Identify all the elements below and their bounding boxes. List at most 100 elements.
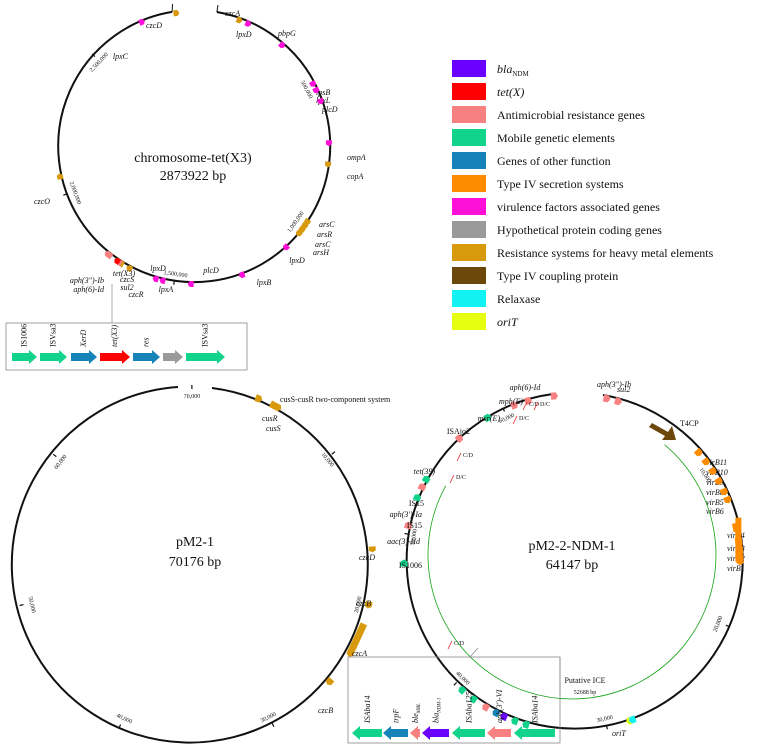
tick-mark bbox=[91, 53, 96, 58]
chromosome-gene-label: lpxD bbox=[236, 30, 252, 39]
inset-gene-label: res bbox=[142, 338, 151, 347]
pm22-gene-label: virB6 bbox=[706, 507, 724, 516]
pm22-gene-marker bbox=[693, 447, 703, 457]
chromosome-gene-label: lpxB bbox=[257, 278, 272, 287]
t4cp-label: T4CP bbox=[680, 419, 699, 428]
legend-label: Mobile genetic elements bbox=[497, 131, 615, 145]
ice-label: Putative ICE bbox=[564, 676, 605, 685]
chromosome-gene-marker bbox=[298, 225, 306, 233]
pm21-gene-label: czcA bbox=[352, 649, 367, 658]
pm21-gene-marker bbox=[346, 622, 368, 657]
pm22-inset-gene-arrow bbox=[383, 726, 408, 740]
legend-swatch bbox=[452, 290, 486, 307]
pm21-tick-label: 70,000 bbox=[184, 394, 201, 400]
pm22-gene-label: IS15 bbox=[409, 499, 424, 508]
chromosome-gene-marker bbox=[244, 19, 252, 27]
t4cp-arrow bbox=[649, 423, 676, 440]
pm22-gene-label: virB9 bbox=[706, 478, 724, 487]
pm21-title: pM2-1 bbox=[176, 535, 214, 550]
chromosome-gene-marker bbox=[56, 173, 64, 180]
pm22-inset-gene-label: ISAba14 bbox=[363, 695, 372, 724]
pm21-tick-label: 20,000 bbox=[354, 596, 364, 613]
chromosome-gene-label: plcD bbox=[202, 266, 219, 275]
pm21-map: 10,00020,00030,00040,00050,00060,00070,0… bbox=[10, 385, 391, 744]
chromosome-gene-marker bbox=[316, 97, 324, 105]
inset-gene-arrow bbox=[100, 350, 130, 364]
chromosome-gene-label: pbpG bbox=[277, 29, 296, 38]
pm22-region-marker bbox=[522, 720, 531, 729]
junction-mark bbox=[456, 452, 462, 462]
pm22-inset-gene-arrow bbox=[487, 726, 511, 740]
legend-label: virulence factors associated genes bbox=[497, 200, 660, 214]
chromosome-gene-marker bbox=[138, 18, 145, 26]
pm21-system-label: cusS-cusR two-component system bbox=[280, 395, 391, 404]
pm22-gene-label: sul2 bbox=[617, 385, 630, 394]
pm22-inset-gene-arrow bbox=[410, 726, 420, 740]
pm21-tick-label: 40,000 bbox=[115, 713, 132, 725]
pm21-gene-marker bbox=[268, 400, 282, 412]
ice-region-arc bbox=[427, 410, 717, 700]
chromosome-gene-label: lpxA bbox=[159, 285, 174, 294]
inset-gene-arrow bbox=[71, 350, 97, 364]
pm22-gene-marker bbox=[602, 394, 611, 403]
tick-mark bbox=[453, 681, 458, 686]
chromosome-gene-marker bbox=[312, 86, 320, 94]
chromosome-gene-marker bbox=[152, 275, 160, 283]
pm22-gene-label: IS15 bbox=[407, 521, 422, 530]
chromosome-gene-label: sul2 bbox=[120, 283, 133, 292]
junction-label: D/C bbox=[519, 416, 529, 422]
chromosome-gene-marker bbox=[301, 221, 309, 229]
chromosome-gene-label: ompA bbox=[347, 153, 366, 162]
legend-swatch bbox=[452, 175, 486, 192]
pm21-gene-label: cusR bbox=[262, 414, 278, 423]
pm22-size: 64147 bp bbox=[546, 558, 599, 573]
pm22-region-marker bbox=[492, 708, 501, 718]
tick-mark bbox=[331, 451, 336, 455]
pm22-gene-marker bbox=[708, 466, 717, 475]
junction-label: D/C bbox=[540, 402, 550, 408]
chromosome-size: 2873922 bp bbox=[160, 169, 227, 184]
pm22-gene-label: msr(E) bbox=[478, 414, 501, 423]
legend-label: Type IV coupling protein bbox=[497, 269, 618, 283]
legend-swatch bbox=[452, 244, 486, 261]
pm21-tick-label: 50,000 bbox=[27, 596, 37, 613]
legend-label: tet(X) bbox=[497, 85, 524, 99]
inset-gene-label: ISVsa3 bbox=[201, 323, 210, 347]
chromosome-gene-label: aph(6)-Id bbox=[73, 285, 105, 294]
legend-label: Resistance systems for heavy metal eleme… bbox=[497, 246, 714, 260]
chromosome-tick-label: 1,500,000 bbox=[163, 270, 188, 279]
chromosome-gene-marker bbox=[295, 229, 303, 237]
junction-label: C/D bbox=[529, 402, 540, 408]
chromosome-gene-marker bbox=[282, 243, 290, 251]
pm22-gene-marker bbox=[421, 475, 431, 484]
chromosome-gene-label: arsC bbox=[319, 220, 335, 229]
tick-mark bbox=[118, 724, 122, 729]
inset-gene-arrow bbox=[12, 350, 37, 364]
chromosome-gene-marker bbox=[277, 41, 285, 49]
pm22-inset-gene-label: blaNDM-1 bbox=[432, 697, 443, 723]
chromosome-gene-marker bbox=[309, 80, 317, 87]
inset-gene-arrow bbox=[133, 350, 160, 364]
pm22-gene-label: tet(39) bbox=[414, 467, 436, 476]
chromosome-gene-label: tet(X3) bbox=[113, 269, 136, 278]
chromosome-gene-label: czcO bbox=[34, 197, 50, 206]
chromosome-gene-marker bbox=[173, 9, 180, 17]
pm22-gene-label: aac(3)-IId bbox=[387, 537, 421, 546]
pm22-region-marker bbox=[458, 686, 467, 695]
tick-mark bbox=[725, 624, 730, 628]
chromosome-gene-marker bbox=[324, 161, 332, 168]
inset-connector bbox=[469, 647, 479, 658]
chromosome-origin-mark bbox=[216, 4, 219, 13]
chromosome-gene-marker bbox=[303, 217, 312, 225]
pm22-gene-label: oriT bbox=[612, 729, 626, 738]
inset-gene-arrow bbox=[163, 350, 183, 364]
pm21-size: 70176 bp bbox=[169, 555, 222, 570]
chromosome-gene-label: arsH bbox=[313, 248, 330, 257]
pm22-gene-label: mph(E) bbox=[499, 397, 523, 406]
pm22-inset-gene-arrow bbox=[422, 726, 449, 740]
chromosome-gene-marker bbox=[126, 264, 134, 273]
legend-label: Type IV secretion systems bbox=[497, 177, 624, 191]
